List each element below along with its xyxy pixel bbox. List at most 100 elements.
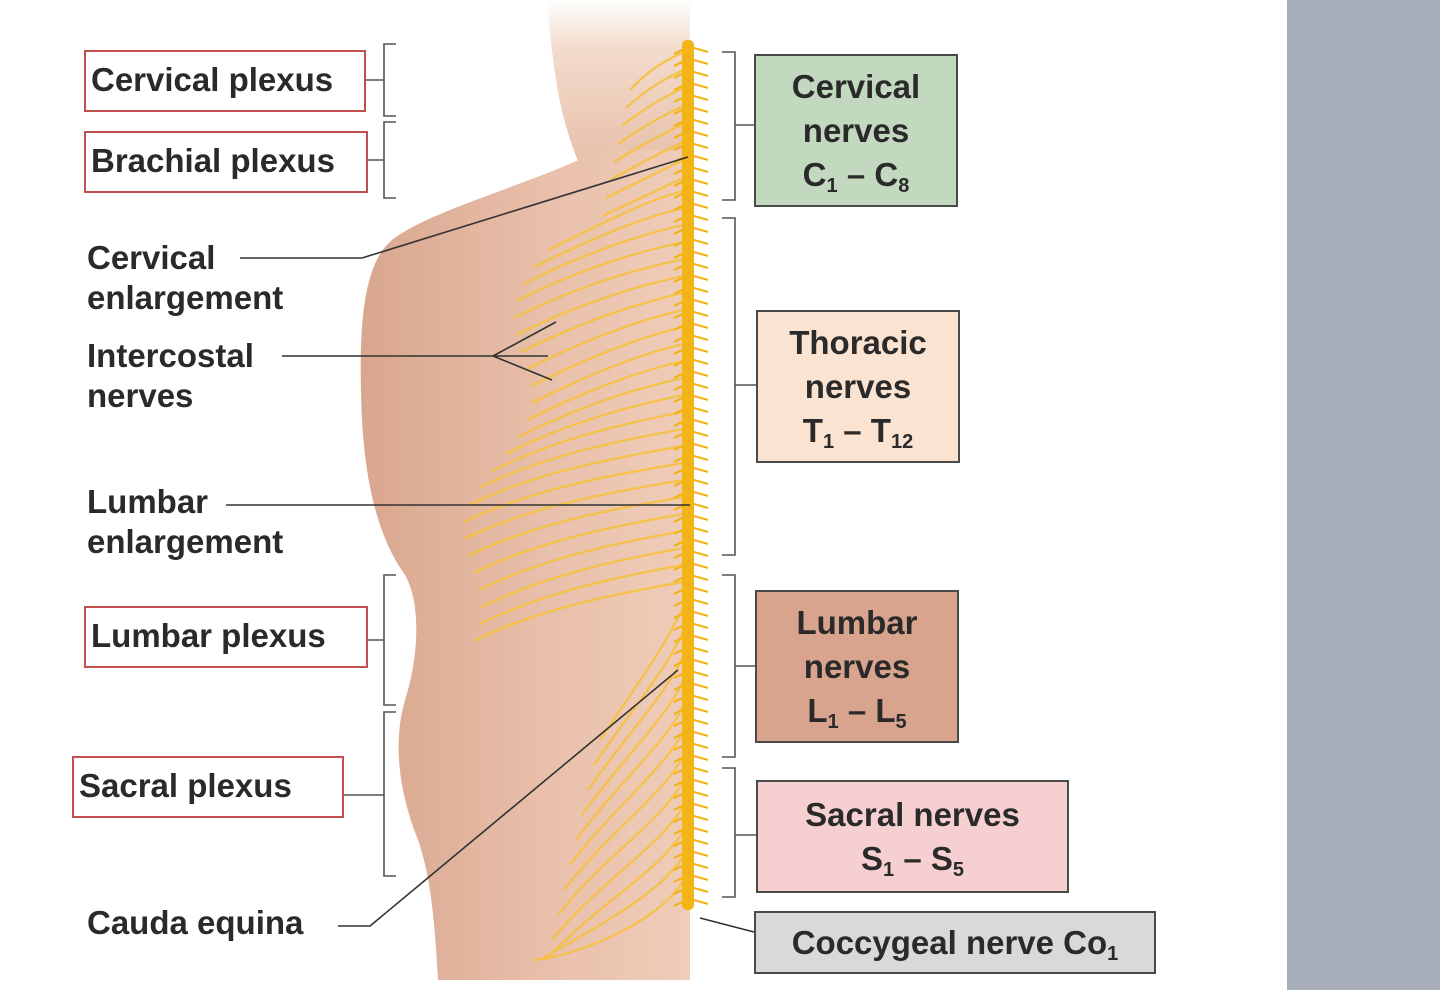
intercostal-nerve-branch	[520, 290, 689, 354]
intercostal-nerve-branch	[526, 358, 689, 422]
nerve-rootlet	[673, 574, 709, 583]
bracket-cervical-nerves	[722, 51, 754, 201]
leader-intercostal	[282, 321, 557, 381]
sacral-nerves-title: Sacral nerves	[805, 795, 1020, 833]
nerve-rootlet	[673, 454, 709, 463]
intercostal-nerve-branch	[481, 545, 689, 609]
lower-nerve-branch	[545, 824, 688, 961]
nerve-rootlet	[673, 766, 709, 775]
nerve-rootlet	[673, 874, 709, 883]
cauda-equina-label: Cauda equina	[87, 904, 304, 941]
nerve-rootlet	[673, 382, 709, 391]
bracket-thoracic-nerves	[722, 217, 756, 556]
cervical-nerves-title: Cervical	[791, 67, 921, 105]
bracket-sacral-plexus	[342, 711, 396, 877]
nerve-rootlet	[673, 730, 709, 739]
right-gray-panel	[1287, 0, 1440, 990]
nerve-rootlet	[673, 814, 709, 823]
nerve-rootlet	[673, 622, 709, 631]
lumbar-enlargement-label-line1: Lumbar	[87, 483, 209, 520]
nerve-rootlet	[673, 430, 709, 439]
nerve-rootlet	[673, 826, 709, 835]
nerve-rootlet	[673, 202, 709, 211]
bracket-lumbar-nerves	[722, 574, 756, 758]
cervical-enlargement-label-line2: enlargement	[87, 279, 284, 316]
nerve-rootlet	[673, 526, 709, 535]
brachial-plexus-label: Brachial plexus	[84, 131, 368, 193]
lower-nerve-branch	[539, 849, 688, 962]
nerve-rootlet	[673, 646, 709, 655]
nerve-rootlet	[673, 106, 709, 115]
nerve-rootlet	[673, 886, 709, 895]
lower-nerve-branch	[557, 774, 688, 916]
lumbar-enlargement-label-line2: enlargement	[87, 523, 284, 560]
nerve-rootlet	[673, 262, 709, 271]
thoracic-nerves-subtitle: nerves	[804, 367, 912, 405]
nerve-rootlet	[673, 226, 709, 235]
nerve-rootlet	[673, 670, 709, 679]
nerve-rootlet	[673, 562, 709, 571]
nerve-rootlet	[673, 310, 709, 319]
nerve-rootlet	[673, 130, 709, 139]
nerve-rootlet	[673, 274, 709, 283]
intercostal-nerve-branch	[515, 273, 689, 337]
nerve-rootlet	[673, 610, 709, 619]
nerve-rootlet	[673, 190, 709, 199]
nerve-rootlet	[673, 502, 709, 511]
intercostal-nerve-branch	[505, 392, 689, 456]
intercostal-nerve-branch	[478, 426, 689, 490]
nerve-rootlet	[673, 58, 709, 67]
intercostal-nerve-branch	[472, 579, 689, 643]
lower-nerve-branch	[581, 674, 688, 816]
intercostal-nerve-branch	[547, 188, 689, 252]
lumbar-nerves-box: Lumbar nerves L1 – L5	[755, 590, 959, 743]
nerve-rootlet	[673, 334, 709, 343]
lower-nerve-branch	[563, 749, 688, 891]
cervical-nerves-subtitle: nerves	[802, 111, 910, 149]
nerve-rootlet	[673, 118, 709, 127]
nerve-rootlet	[673, 586, 709, 595]
nerve-rootlet	[673, 142, 709, 151]
nerve-rootlet	[673, 82, 709, 91]
nerve-rootlet	[673, 442, 709, 451]
sacral-nerves-box: Sacral nerves S1 – S5	[756, 780, 1069, 893]
nerve-rootlet	[673, 598, 709, 607]
nerve-rootlet	[673, 706, 709, 715]
nerve-rootlet	[673, 490, 709, 499]
nerve-rootlet	[673, 862, 709, 871]
nerve-rootlet	[673, 634, 709, 643]
nerve-rootlet	[673, 298, 709, 307]
nerve-rootlet	[673, 370, 709, 379]
nerve-rootlet	[673, 238, 709, 247]
cervical-enlargement-label-line1: Cervical	[87, 239, 216, 276]
intercostal-nerve-branch	[467, 494, 689, 558]
nerve-rootlet	[673, 850, 709, 859]
lower-nerve-branch	[551, 799, 688, 941]
thoracic-nerves-title: Thoracic	[789, 323, 927, 361]
nerve-rootlet	[673, 214, 709, 223]
nerve-rootlet	[673, 538, 709, 547]
nerve-rootlet	[673, 754, 709, 763]
thoracic-nerves-box: Thoracic nerves T1 – T12	[756, 310, 960, 463]
nerve-rootlet	[673, 514, 709, 523]
nerve-rootlet	[673, 778, 709, 787]
cervical-nerves-box: Cervical nerves C1 – C8	[754, 54, 958, 207]
lumbar-nerves-range: L1 – L5	[807, 691, 907, 733]
leader-cauda-equina	[338, 669, 679, 927]
intercostal-nerve-branch	[513, 256, 689, 320]
intercostal-nerve-branch	[463, 460, 689, 524]
lower-nerve-branch	[569, 724, 688, 866]
intercostal-nerves-label-line1: Intercostal	[87, 337, 254, 374]
nerve-rootlet	[673, 46, 709, 55]
intercostal-nerve-branch	[517, 375, 689, 439]
nerve-rootlet	[673, 742, 709, 751]
intercostal-nerves-label-line2: nerves	[87, 377, 194, 414]
nerve-rootlet	[673, 838, 709, 847]
nerve-rootlet	[673, 286, 709, 295]
nerve-rootlet	[673, 346, 709, 355]
nerve-rootlet	[673, 550, 709, 559]
nerve-rootlet	[673, 406, 709, 415]
cervical-nerves-range: C1 – C8	[802, 155, 910, 197]
